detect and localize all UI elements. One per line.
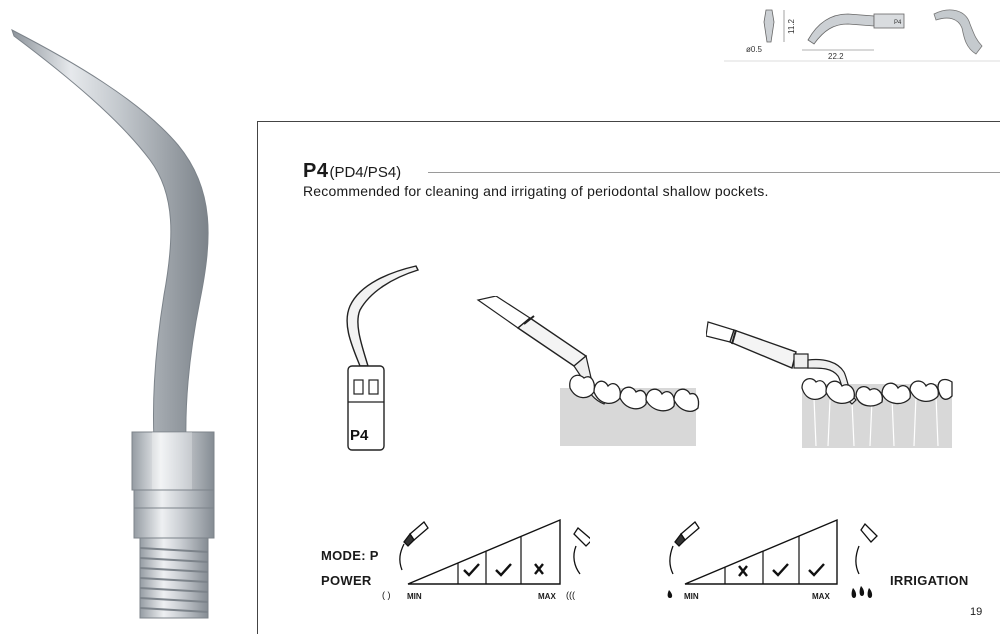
product-panel (257, 121, 1000, 634)
irrigation-level-2-check-icon (772, 563, 789, 577)
power-max-icon (573, 527, 590, 575)
product-variants: (PD4/PS4) (329, 164, 402, 181)
irrigation-level-3-check-icon (808, 563, 825, 577)
front-teeth-illustration (476, 296, 700, 446)
product-title: P4(PD4/PS4) (303, 160, 401, 184)
power-level-3-cross-icon (534, 563, 544, 575)
power-label: POWER (321, 573, 372, 588)
power-max-label: MAX (538, 592, 556, 601)
tip-illustration: P4 (346, 265, 419, 451)
power-level-1-check-icon (463, 563, 480, 577)
svg-text:(((: ((( (566, 590, 575, 600)
scaler-tip-photo (11, 28, 215, 619)
irrigation-label: IRRIGATION (890, 573, 969, 588)
spec-height: 11.2 (787, 18, 796, 34)
tip-collar (133, 489, 215, 509)
irrigation-scale (667, 518, 878, 598)
irrigation-max-label: MAX (812, 592, 830, 601)
tip-hex-nut (131, 431, 215, 491)
side-teeth-illustration (706, 321, 953, 448)
spec-diameter: ø0.5 (746, 45, 763, 54)
irrigation-level-1-cross-icon (738, 565, 748, 577)
irrigation-min-icon (669, 521, 700, 575)
power-level-2-check-icon (495, 563, 512, 577)
mode-label: MODE: P (321, 548, 379, 563)
page-number: 19 (970, 606, 983, 618)
tip-shaft (11, 28, 209, 441)
title-divider (428, 172, 1000, 173)
irrigation-min-label: MIN (684, 592, 699, 601)
tip-label: P4 (350, 427, 369, 444)
product-code: P4 (303, 160, 329, 182)
spec-length: 22.2 (828, 52, 844, 61)
spec-tip-marking: P4 (894, 20, 902, 26)
power-min-label: MIN (407, 592, 422, 601)
svg-text:( ): ( ) (382, 590, 391, 600)
power-scale: ( ) ((( (382, 518, 590, 600)
irrigation-max-icon (855, 522, 878, 575)
power-min-icon (399, 521, 429, 571)
product-description: Recommended for cleaning and irrigating … (303, 183, 769, 199)
power-triangle (407, 518, 561, 585)
spec-diagram: 11.2 ø0.5 P4 22.2 (724, 9, 1000, 62)
